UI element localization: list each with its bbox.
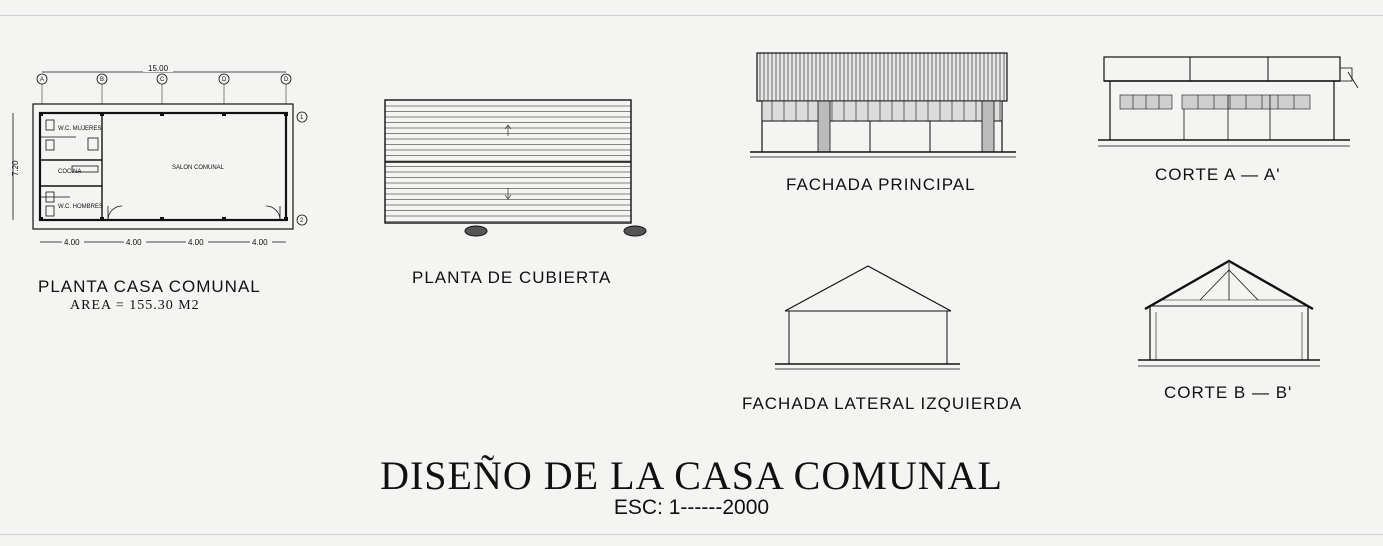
sheet-border-bottom bbox=[0, 534, 1383, 535]
segment-dimension-3: 4.00 bbox=[188, 238, 204, 247]
axis-label-a: A bbox=[40, 77, 44, 83]
overall-width-dimension: 15.00 bbox=[148, 64, 169, 73]
segment-dimension-4: 4.00 bbox=[252, 238, 268, 247]
floor-plan-label: PLANTA CASA COMUNAL bbox=[38, 277, 261, 296]
side-elevation bbox=[775, 265, 960, 370]
section-b-label: CORTE B — B' bbox=[1164, 383, 1293, 402]
room-label-cocina: COCINA bbox=[58, 169, 81, 175]
room-label-salon: SALON COMUNAL bbox=[172, 165, 225, 171]
section-a-label: CORTE A — A' bbox=[1155, 165, 1281, 184]
sheet-title: DISEÑO DE LA CASA COMUNAL bbox=[380, 453, 1003, 498]
axis-label-b: B bbox=[100, 77, 104, 83]
axis-label-d1: D bbox=[222, 77, 227, 83]
front-elevation bbox=[750, 52, 1016, 158]
room-label-wc-mujeres: W.C. MUJERES bbox=[58, 126, 101, 132]
axis-label-d2: D bbox=[284, 77, 289, 83]
floor-plan: 15.00 A B C D D bbox=[11, 64, 308, 247]
segment-dimension-2: 4.00 bbox=[126, 238, 142, 247]
roof-plan bbox=[384, 99, 647, 237]
axis-label-2: 2 bbox=[300, 218, 304, 224]
axis-label-c: C bbox=[160, 77, 165, 83]
side-elevation-label: FACHADA LATERAL IZQUIERDA bbox=[742, 394, 1023, 413]
room-label-wc-hombres: W.C. HOMBRES bbox=[58, 204, 103, 210]
axis-bubbles-top: A B C D D bbox=[36, 73, 292, 85]
axis-label-1: 1 bbox=[300, 115, 304, 121]
segment-dimension-1: 4.00 bbox=[64, 238, 80, 247]
floor-plan-area: AREA = 155.30 M2 bbox=[70, 298, 200, 313]
section-b bbox=[1138, 259, 1320, 367]
roof-plan-label: PLANTA DE CUBIERTA bbox=[412, 268, 612, 287]
sheet-scale: ESC: 1------2000 bbox=[613, 496, 770, 519]
sheet-border-top bbox=[0, 15, 1383, 16]
overall-depth-dimension: 7.20 bbox=[11, 160, 20, 176]
section-a bbox=[1098, 56, 1359, 147]
front-elevation-label: FACHADA PRINCIPAL bbox=[786, 175, 976, 194]
